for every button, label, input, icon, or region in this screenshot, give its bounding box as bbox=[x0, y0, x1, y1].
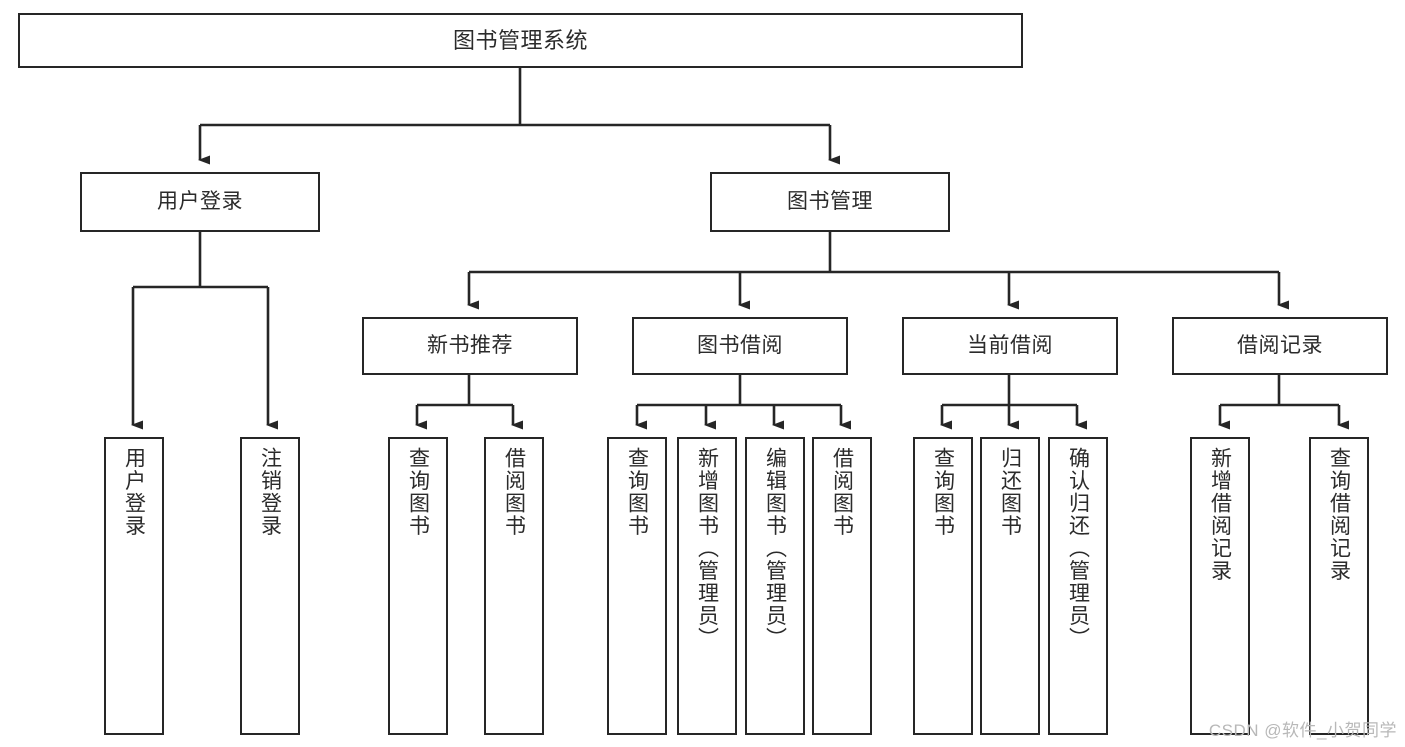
node-leaf-query-book-3[interactable]: 查询图书 bbox=[913, 437, 973, 735]
node-label: 查询图书 bbox=[406, 447, 430, 537]
node-leaf-borrow-book-1[interactable]: 借阅图书 bbox=[484, 437, 544, 735]
node-label: 当前借阅 bbox=[967, 333, 1053, 357]
node-root-system[interactable]: 图书管理系统 bbox=[18, 13, 1023, 68]
node-label: 借阅记录 bbox=[1237, 333, 1323, 357]
node-label: 查询借阅记录 bbox=[1327, 447, 1351, 582]
node-book-borrow[interactable]: 图书借阅 bbox=[632, 317, 848, 375]
csdn-watermark: CSDN @软件_小贺同学 bbox=[1208, 721, 1397, 740]
node-borrow-record[interactable]: 借阅记录 bbox=[1172, 317, 1388, 375]
node-book-management[interactable]: 图书管理 bbox=[710, 172, 950, 232]
node-new-book-recommend[interactable]: 新书推荐 bbox=[362, 317, 578, 375]
node-label: 图书管理系统 bbox=[452, 27, 588, 53]
node-leaf-return-book[interactable]: 归还图书 bbox=[980, 437, 1040, 735]
node-leaf-logout-login[interactable]: 注销登录 bbox=[240, 437, 300, 735]
node-label: 新增图书（管理员） bbox=[695, 447, 719, 650]
node-leaf-query-book-2[interactable]: 查询图书 bbox=[607, 437, 667, 735]
node-leaf-confirm-return[interactable]: 确认归还（管理员） bbox=[1048, 437, 1108, 735]
node-label: 新增借阅记录 bbox=[1208, 447, 1232, 582]
node-current-borrow[interactable]: 当前借阅 bbox=[902, 317, 1118, 375]
node-label: 编辑图书（管理员） bbox=[763, 447, 787, 650]
node-leaf-add-book[interactable]: 新增图书（管理员） bbox=[677, 437, 737, 735]
node-user-login[interactable]: 用户登录 bbox=[80, 172, 320, 232]
node-label: 用户登录 bbox=[157, 189, 243, 213]
node-label: 查询图书 bbox=[931, 447, 955, 537]
node-leaf-add-record[interactable]: 新增借阅记录 bbox=[1190, 437, 1250, 735]
node-label: 图书管理 bbox=[787, 189, 873, 213]
node-label: 借阅图书 bbox=[502, 447, 526, 537]
node-label: 注销登录 bbox=[258, 447, 282, 537]
node-leaf-user-login[interactable]: 用户登录 bbox=[104, 437, 164, 735]
node-label: 新书推荐 bbox=[427, 333, 513, 357]
node-label: 用户登录 bbox=[122, 447, 146, 537]
node-label: 图书借阅 bbox=[697, 333, 783, 357]
node-leaf-query-book-1[interactable]: 查询图书 bbox=[388, 437, 448, 735]
node-label: 借阅图书 bbox=[830, 447, 854, 537]
node-leaf-query-record[interactable]: 查询借阅记录 bbox=[1309, 437, 1369, 735]
node-label: 归还图书 bbox=[998, 447, 1022, 537]
node-leaf-borrow-book-2[interactable]: 借阅图书 bbox=[812, 437, 872, 735]
node-label: 确认归还（管理员） bbox=[1066, 447, 1090, 650]
node-leaf-edit-book[interactable]: 编辑图书（管理员） bbox=[745, 437, 805, 735]
node-label: 查询图书 bbox=[625, 447, 649, 537]
